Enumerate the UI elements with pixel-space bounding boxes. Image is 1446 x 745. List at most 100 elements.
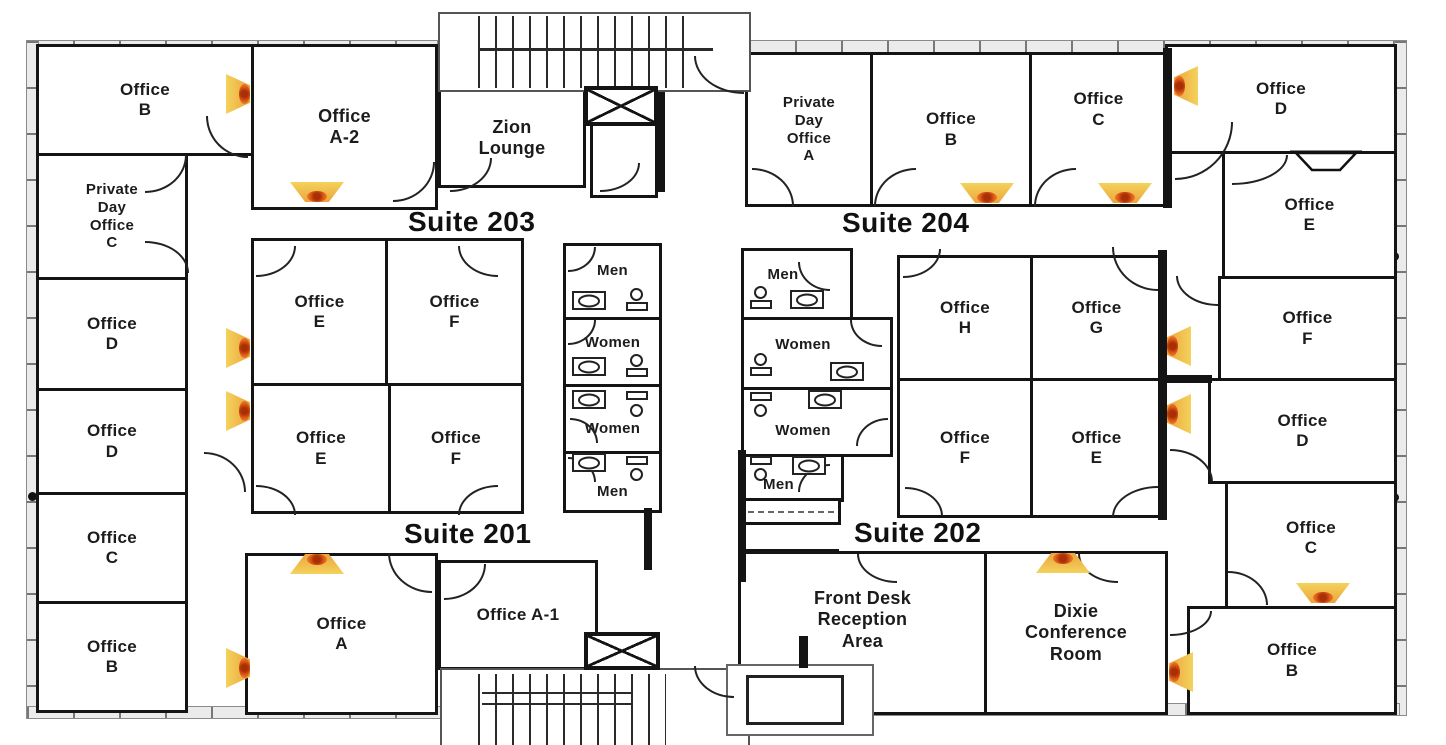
restroom-men-right-top: Men [741, 248, 853, 320]
toilet-icon [626, 368, 648, 377]
suite-202-label: Suite 202 [854, 517, 982, 548]
restroom-label: Men [763, 476, 794, 494]
suite-203-label: Suite 203 [408, 206, 536, 237]
toilet-icon [754, 404, 767, 417]
wall-light-icon [1296, 583, 1350, 603]
toilet-icon [626, 302, 648, 311]
restroom-label: Women [775, 335, 831, 353]
wall-light-icon [226, 328, 250, 368]
room-label: Office B [1267, 640, 1317, 680]
suite-201-label: Suite 201 [404, 518, 532, 549]
room-office-d-bottom-right: Office D [1208, 378, 1397, 484]
wall-light-icon [226, 391, 250, 431]
sink-icon [572, 453, 606, 472]
room-office-f-right: Office F [1218, 276, 1397, 381]
room-label: Office E [1071, 427, 1122, 467]
restroom-label: Women [775, 422, 831, 440]
restroom-label: Men [597, 483, 628, 501]
room-label: Office C [1286, 517, 1336, 557]
wall-light-icon [1167, 394, 1191, 434]
room-label: Zion Lounge [478, 116, 546, 158]
shelf-line [748, 511, 834, 513]
suite-204-label: Suite 204 [842, 207, 970, 238]
sink-icon [572, 357, 606, 376]
stair-rail [482, 692, 632, 694]
room-label: Office A-1 [476, 604, 560, 624]
room-office-c-left: Office C [36, 492, 188, 604]
room-label: Office D [87, 313, 137, 353]
wall-light-icon [226, 74, 250, 114]
door-arc [1176, 276, 1218, 306]
wall-marker-dot [28, 492, 37, 501]
room-label: Office F [431, 428, 481, 468]
room-label: Office D [87, 421, 137, 461]
room-office-b-top-left: Office B [36, 44, 254, 156]
toilet-icon [630, 354, 643, 367]
room-dixie-conference: Dixie Conference Room [984, 551, 1168, 715]
ceiling-fixture-icon [1290, 150, 1362, 172]
room-label: Office G [1071, 297, 1122, 337]
sink-icon [830, 362, 864, 381]
room-label: Dixie Conference Room [1024, 601, 1128, 664]
entry-post [799, 636, 808, 668]
restroom-label: Women [584, 420, 641, 438]
stair-treads [478, 16, 690, 88]
toilet-icon [630, 468, 643, 481]
wall-segment [644, 508, 652, 570]
room-office-d-left-1: Office D [36, 277, 188, 391]
storage-closet [741, 498, 841, 525]
toilet-icon [630, 404, 643, 417]
toilet-icon [750, 456, 772, 465]
room-office-f-quad2: Office F [388, 383, 524, 514]
wall-light-icon [1098, 183, 1152, 203]
room-office-b-bottom-right: Office B [1187, 606, 1397, 715]
room-label: Private Day Office A [782, 94, 836, 165]
room-office-f-quad1: Office F [385, 238, 524, 386]
room-office-d-left-2: Office D [36, 388, 188, 495]
room-label: Office D [1256, 78, 1306, 118]
wall-segment [1158, 250, 1167, 520]
room-label: Office C [1073, 89, 1124, 129]
room-label: Private Day Office C [85, 181, 139, 252]
toilet-icon [626, 456, 648, 465]
wall-segment [1160, 375, 1212, 383]
toilet-icon [626, 391, 648, 400]
toilet-icon [754, 286, 767, 299]
elevator-shaft-icon [584, 86, 658, 126]
room-label: Front Desk Reception Area [813, 588, 912, 651]
wall-segment [738, 450, 746, 582]
room-label: Office F [940, 427, 990, 467]
room-label: Office D [1277, 410, 1328, 450]
room-label: Office B [87, 636, 137, 676]
toilet-icon [754, 468, 767, 481]
restroom-label: Men [767, 266, 799, 284]
wall-light-icon [1169, 652, 1193, 692]
room-label: Office E [296, 428, 346, 468]
sink-icon [790, 290, 824, 309]
wall-light-icon [290, 182, 344, 202]
room-label: Office F [429, 291, 480, 331]
window-wall-right [1394, 40, 1407, 716]
room-label: Office E [294, 291, 345, 331]
room-label: Office B [926, 109, 976, 149]
wall-segment [656, 92, 665, 192]
stair-rail [478, 48, 713, 51]
wall-light-icon [1174, 66, 1198, 106]
elevator-shaft-icon [584, 632, 660, 670]
room-office-b-bottom-left: Office B [36, 601, 188, 713]
door-arc [1170, 449, 1213, 482]
room-label: Office C [87, 527, 137, 567]
restroom-label: Women [584, 334, 641, 352]
toilet-icon [750, 392, 772, 401]
wall-light-icon [1167, 326, 1191, 366]
toilet-icon [750, 300, 772, 309]
room-label: Office A [316, 613, 367, 653]
stair-rail [482, 703, 632, 705]
sink-icon [572, 390, 606, 409]
restroom-label: Men [597, 261, 628, 279]
room-label: Office H [940, 297, 990, 337]
room-office-h-quad: Office H [897, 255, 1033, 381]
toilet-icon [750, 367, 772, 376]
stair-treads [478, 674, 666, 745]
